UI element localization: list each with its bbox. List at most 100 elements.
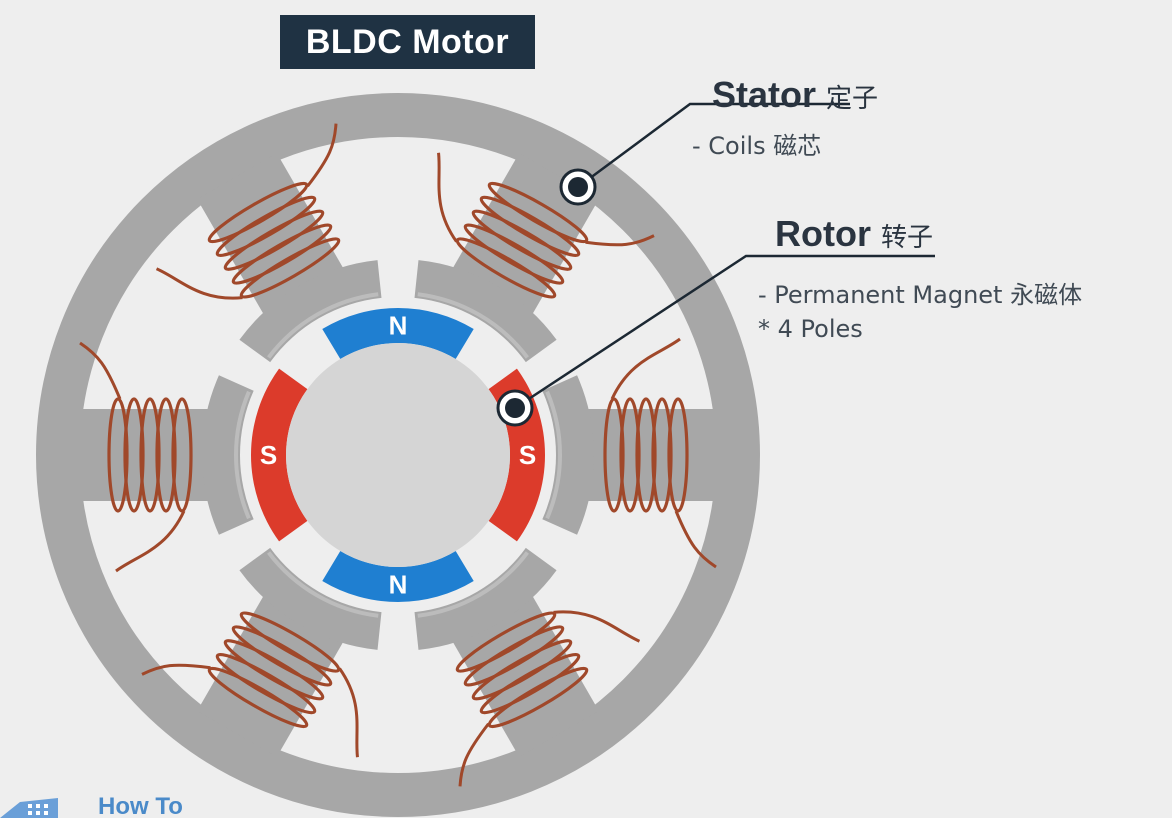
rotor-detail-magnet: - Permanent Magnet 永磁体 — [758, 281, 1083, 309]
stator-pole-shoe — [239, 260, 382, 363]
stator-coil — [455, 610, 641, 787]
coil-winding — [455, 237, 557, 299]
stator-shoe-edge — [267, 292, 379, 359]
rotor-pole-label: N — [389, 570, 408, 600]
coil-winding — [651, 397, 673, 513]
coil-lead-wire — [553, 610, 641, 643]
coil-winding — [215, 652, 317, 715]
stator-tooth-lower-right — [414, 547, 641, 787]
coil-winding — [487, 666, 589, 729]
coil-winding — [479, 195, 581, 258]
coil-winding — [207, 181, 309, 244]
stator-shoe-edge — [417, 551, 529, 618]
motor-assembly: N S N S — [36, 93, 935, 817]
stator-coil — [437, 152, 655, 299]
coil-winding — [207, 666, 309, 729]
stator-teeth — [76, 123, 720, 787]
rotor-detail-poles: * 4 Poles — [758, 315, 863, 343]
coil-lead-wire — [338, 667, 359, 758]
rotor-pole-label: N — [389, 311, 408, 341]
stator-tooth-neck — [197, 153, 347, 321]
stator-ring — [36, 93, 760, 817]
coil-winding — [239, 611, 341, 673]
stator-tooth-neck — [449, 589, 599, 757]
stator-tooth-left — [76, 341, 254, 573]
coil-lead-wire — [437, 152, 458, 243]
rotor-label-group: Rotor 转子 — [775, 213, 933, 255]
rotor-pole-label: S — [519, 440, 536, 470]
rotor-magnet-north — [322, 551, 474, 603]
stator-tooth-neck — [197, 589, 347, 757]
coil-winding — [231, 625, 333, 687]
coil-winding — [455, 611, 557, 673]
stator-tooth-neck — [580, 409, 720, 501]
building-logo-icon — [0, 798, 58, 818]
stator-label: Stator — [712, 74, 817, 115]
coil-lead-wire — [674, 510, 717, 569]
rotor-label: Rotor — [775, 213, 871, 254]
coil-lead-wire — [155, 267, 243, 300]
rotor-label-cn: 转子 — [881, 223, 934, 253]
stator-shoe-edge — [234, 390, 251, 520]
coil-winding — [667, 397, 689, 513]
coil-winding — [155, 397, 177, 513]
stator-tooth-neck — [76, 409, 216, 501]
stator-pole-shoe — [239, 547, 382, 650]
coil-winding — [463, 223, 565, 285]
stator-outer-ring — [36, 93, 760, 817]
rotor-magnet-south — [250, 368, 308, 542]
stator-callout-dot — [568, 177, 588, 197]
diagram-title: BLDC Motor — [280, 15, 535, 69]
rotor-magnet-north — [322, 307, 474, 359]
stator-pole-shoe — [414, 547, 557, 650]
coil-winding — [231, 223, 333, 285]
coil-winding — [603, 397, 625, 513]
coil-lead-wire — [458, 722, 490, 787]
coil-winding — [171, 397, 193, 513]
coil-winding — [471, 639, 573, 701]
watermark: How To — [0, 796, 183, 818]
rotor-pole-label: S — [260, 440, 277, 470]
stator-shoe-edge — [545, 390, 562, 520]
watermark-text: How To — [98, 796, 183, 818]
coil-winding — [223, 209, 325, 271]
coil-winding — [635, 397, 657, 513]
coil-lead-wire — [306, 123, 338, 188]
stator-tooth-upper-left — [155, 123, 382, 363]
rotor-callout-dot — [505, 398, 525, 418]
stator-pole-shoe — [414, 260, 557, 363]
stator-callout-line — [577, 102, 850, 189]
rotor: N S N S — [250, 307, 545, 603]
coil-lead-wire — [141, 663, 211, 676]
stator-label-cn: 定子 — [826, 84, 879, 114]
coil-winding — [239, 237, 341, 299]
coil-lead-wire — [610, 337, 681, 400]
coil-winding — [139, 397, 161, 513]
rotor-core — [286, 343, 510, 567]
coil-winding — [463, 625, 565, 687]
callouts — [496, 102, 935, 427]
coil-winding — [619, 397, 641, 513]
coil-winding — [123, 397, 145, 513]
rotor-callout-line — [514, 254, 935, 410]
stator-shoe-edge — [267, 551, 379, 618]
stator-coil — [79, 341, 193, 573]
coil-winding — [471, 209, 573, 271]
stator-coil — [155, 123, 341, 300]
coil-winding — [107, 397, 129, 513]
coil-winding — [479, 652, 581, 715]
stator-detail: - Coils 磁芯 — [692, 132, 822, 160]
coil-lead-wire — [115, 510, 186, 573]
coil-lead-wire — [79, 341, 122, 400]
coil-lead-wire — [585, 234, 655, 247]
stator-tooth-lower-left — [141, 547, 382, 758]
stator-label-group: Stator 定子 — [712, 74, 878, 116]
stator-tooth-right — [542, 337, 720, 569]
stator-coil — [141, 611, 359, 758]
coil-winding — [215, 195, 317, 258]
stator-coil — [603, 337, 717, 569]
coil-winding — [223, 639, 325, 701]
stator-shoe-edge — [417, 292, 529, 359]
coil-winding — [487, 181, 589, 244]
